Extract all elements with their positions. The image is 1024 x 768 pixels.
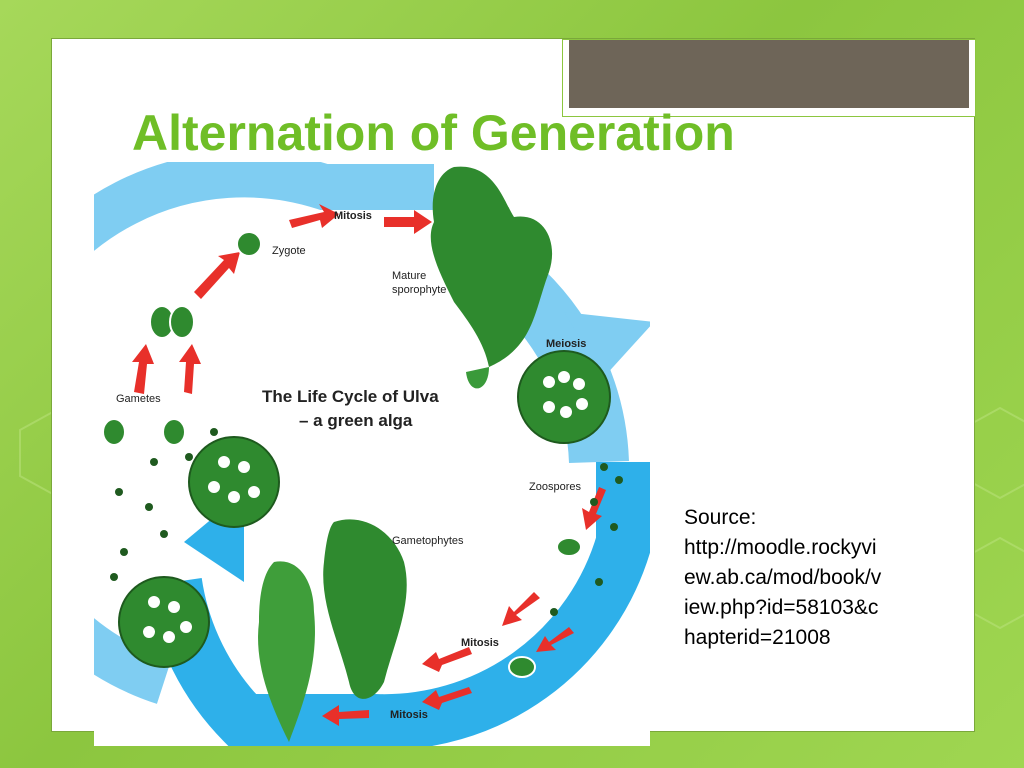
ulva-life-cycle-diagram: Mitosis Zygote Mature sporophyte Meiosis… — [94, 162, 650, 746]
red-arrows — [132, 204, 606, 726]
label-gametes: Gametes — [116, 393, 161, 405]
label-mature-1: Mature — [392, 270, 426, 282]
label-zoospores: Zoospores — [529, 481, 581, 493]
label-mature-2: sporophyte — [392, 284, 446, 296]
gametophytes — [258, 519, 407, 742]
label-meiosis: Meiosis — [546, 338, 586, 350]
spores — [110, 428, 623, 616]
diagram-title-line1: The Life Cycle of Ulva — [262, 387, 439, 406]
diagram-title-line2: – a green alga — [299, 411, 413, 430]
source-citation: Source: http://moodle.rockyvi ew.ab.ca/m… — [684, 506, 882, 649]
label-mitosis-bottom: Mitosis — [390, 709, 428, 721]
slide-title: Alternation of Generation — [132, 105, 735, 161]
header-bar-fill — [569, 40, 969, 108]
label-gametophytes: Gametophytes — [392, 535, 464, 547]
header-bar — [562, 39, 976, 117]
cell-circles — [118, 350, 611, 668]
cells — [102, 231, 582, 678]
label-mitosis-top: Mitosis — [334, 210, 372, 222]
label-mitosis-mid: Mitosis — [461, 637, 499, 649]
mature-sporophyte — [430, 166, 553, 389]
label-zygote: Zygote — [272, 245, 306, 257]
